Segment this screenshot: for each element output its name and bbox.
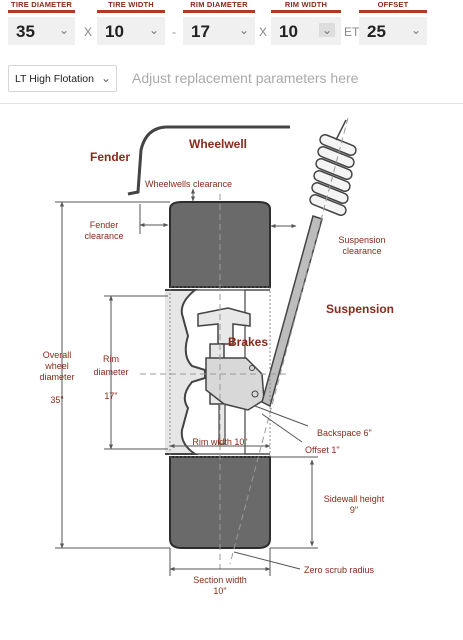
- brake-caliper: [197, 307, 251, 345]
- overall-diameter-label-line2: wheel: [44, 361, 69, 371]
- separator-x: X: [84, 25, 93, 39]
- separator-et: ET: [344, 25, 360, 39]
- options-row: LT High Flotation ⌄ Adjust replacement p…: [0, 59, 463, 104]
- offset-value: 25: [367, 22, 386, 41]
- overall-diameter-label-line3: diameter: [39, 372, 74, 382]
- sidewall-height-label-line1: Sidewall height: [324, 494, 385, 504]
- rim-width-label: RIM WIDTH: [284, 0, 328, 9]
- rim-diameter-label-line2: diameter: [93, 367, 128, 377]
- rim-width-value: 10: [279, 22, 298, 41]
- separator-x: X: [259, 25, 268, 39]
- select-box[interactable]: [8, 17, 75, 45]
- fender-clearance-label-line1: Fender: [90, 220, 119, 230]
- fender-clearance-label-line2: clearance: [84, 231, 123, 241]
- rim-diameter-label-line1: Rim: [103, 354, 119, 364]
- param-accent-bar: [271, 10, 341, 13]
- chevron-down-icon: ⌄: [318, 23, 335, 37]
- suspension-clearance-label-line1: Suspension: [338, 235, 385, 245]
- rim-width-label: Rim width 10": [192, 437, 247, 447]
- section-width-label-line2: 10": [213, 586, 226, 596]
- chevron-down-icon: ⌄: [100, 71, 111, 85]
- suspension-strut: [261, 215, 323, 408]
- rim-diameter-value: 17": [104, 391, 117, 401]
- offset-label: Offset 1": [305, 445, 340, 455]
- overall-diameter-value: 35": [50, 395, 63, 405]
- tire-diameter-label: TIRE DIAMETER: [11, 0, 72, 9]
- offset-label: OFFSET: [377, 0, 409, 9]
- coil-spring: [309, 134, 357, 216]
- zero-scrub-radius-label: Zero scrub radius: [304, 565, 375, 575]
- flotation-select[interactable]: LT High Flotation ⌄: [8, 65, 117, 92]
- fender-label: Fender: [90, 150, 130, 164]
- tire-fitment-diagram: Fender Wheelwell Wheelwells clearance Fe…: [0, 104, 463, 640]
- rim-diameter-label: RIM DIAMETER: [190, 0, 248, 9]
- tire-diameter-value: 35: [16, 22, 35, 41]
- chevron-down-icon: ⌄: [148, 23, 159, 37]
- diagram-svg: Fender Wheelwell Wheelwells clearance Fe…: [39, 117, 394, 596]
- select-box[interactable]: [97, 17, 165, 45]
- chevron-down-icon: ⌄: [238, 23, 249, 37]
- param-accent-bar: [8, 10, 75, 13]
- sidewall-height-label-line2: 9": [350, 505, 358, 515]
- rim-diameter-value: 17: [191, 22, 210, 41]
- suspension-clearance-label-line2: clearance: [342, 246, 381, 256]
- param-accent-bar: [183, 10, 255, 13]
- suspension-label: Suspension: [326, 302, 394, 316]
- tire-width-value: 10: [105, 22, 124, 41]
- brakes-label: Brakes: [228, 335, 268, 349]
- select-box[interactable]: [183, 17, 255, 45]
- section-width-label-line1: Section width: [193, 575, 247, 585]
- select-box[interactable]: [359, 17, 427, 45]
- parameters-hint: Adjust replacement parameters here: [132, 70, 359, 86]
- chevron-down-icon: ⌄: [58, 23, 69, 37]
- wheelwells-clearance-label: Wheelwells clearance: [145, 179, 232, 189]
- fender-outline: [127, 125, 290, 196]
- backspace-label: Backspace 6": [317, 428, 372, 438]
- tire-bottom: [169, 456, 271, 549]
- steering-axis-line: [229, 117, 349, 565]
- overall-diameter-label-line1: Overall: [43, 350, 72, 360]
- tire-parameters: TIRE DIAMETER 35 ⌄ X TIRE WIDTH 10 ⌄ - R…: [0, 0, 463, 56]
- tire-width-label: TIRE WIDTH: [108, 0, 154, 9]
- separator-dash: -: [172, 25, 176, 39]
- wheelwell-label: Wheelwell: [189, 137, 247, 151]
- param-accent-bar: [97, 10, 165, 13]
- chevron-down-icon: ⌄: [410, 23, 421, 37]
- flotation-value: LT High Flotation: [15, 73, 94, 85]
- param-accent-bar: [359, 10, 427, 13]
